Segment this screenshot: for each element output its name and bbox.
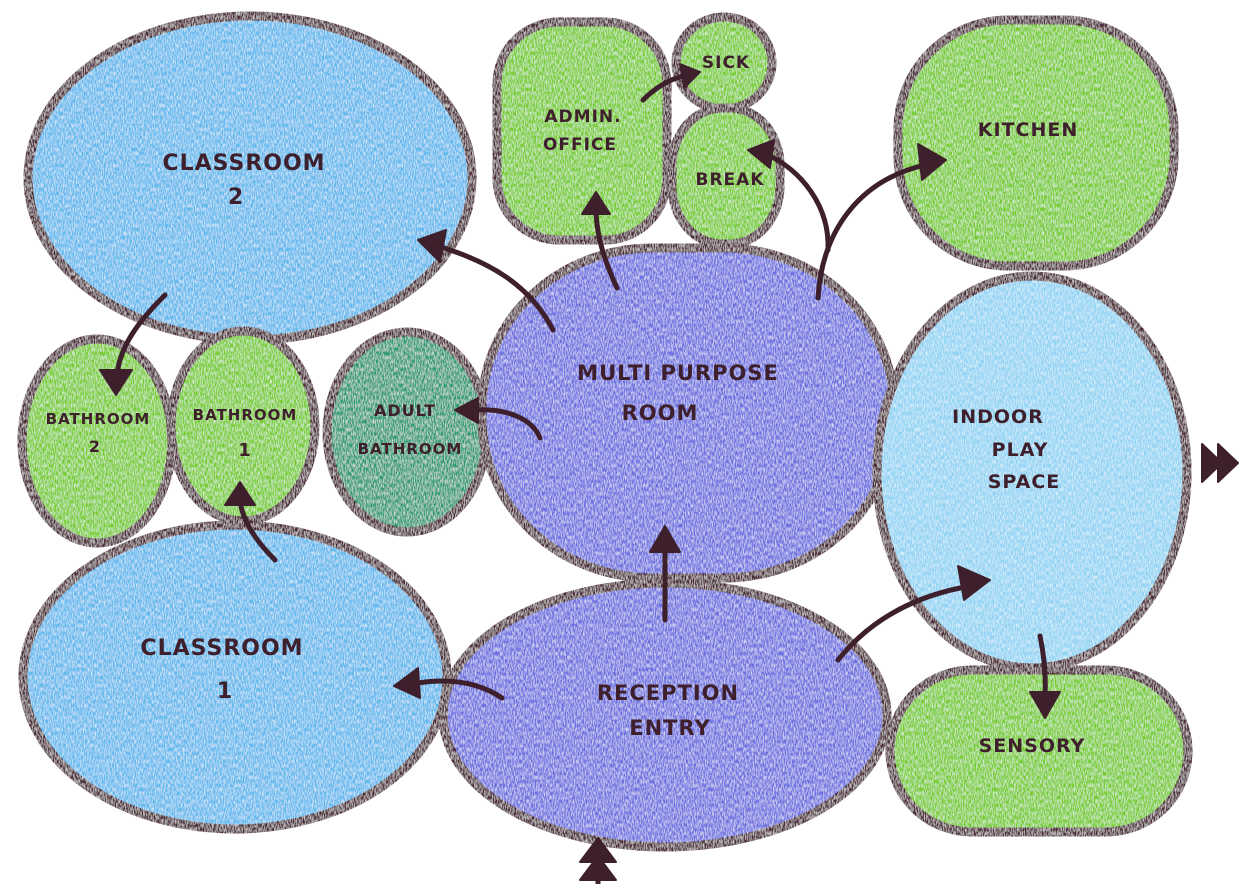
arrowhead-indoor-play xyxy=(957,565,991,601)
arrow-reception-to-indoor-play xyxy=(835,585,963,663)
adult-bathroom-label-line2: BATHROOM xyxy=(358,440,463,458)
arrowhead-exit-2 xyxy=(1217,443,1239,483)
arrow-admin-to-sick xyxy=(640,73,686,103)
reception-label-line2: ENTRY xyxy=(629,716,710,740)
bathroom-1-label-line1: BATHROOM xyxy=(193,406,298,424)
arrowhead-kitchen xyxy=(917,143,947,181)
kitchen-bubble xyxy=(893,15,1179,271)
arrowhead-break xyxy=(747,139,775,169)
break-label: BREAK xyxy=(696,170,765,190)
bathroom-1-label-line2: 1 xyxy=(238,440,252,461)
arrow-multipurpose-to-adult-bathroom xyxy=(472,407,543,441)
arrowhead-exit-1 xyxy=(1201,443,1223,483)
classroom-1-bubble xyxy=(18,520,452,834)
multi-purpose-label-line1: MULTI PURPOSE xyxy=(577,361,779,385)
arrow-multipurpose-to-admin xyxy=(593,209,620,291)
sensory-label: SENSORY xyxy=(979,735,1086,757)
classroom-1-label-line1: CLASSROOM xyxy=(140,636,303,661)
indoor-play-label-line3: SPACE xyxy=(988,471,1061,493)
sensory-bubble xyxy=(885,665,1193,837)
arrowhead-sick xyxy=(679,63,701,89)
arrow-multipurpose-to-break xyxy=(765,152,831,253)
admin-office-bubble xyxy=(492,17,672,245)
admin-office-label-line1: ADMIN. xyxy=(544,107,621,127)
arrow-reception-to-classroom1 xyxy=(415,678,505,701)
indoor-play-label-line1: INDOOR xyxy=(952,406,1044,428)
arrow-multipurpose-to-classroom2 xyxy=(435,243,556,333)
arrowhead-classroom1 xyxy=(393,667,421,699)
reception-label-line1: RECEPTION xyxy=(597,681,739,705)
arrowhead-multipurpose xyxy=(649,525,681,553)
adult-bathroom-bubble xyxy=(322,327,492,537)
classroom-2-bubble xyxy=(23,11,477,345)
arrowhead-sensory xyxy=(1029,691,1061,719)
arrowhead-admin xyxy=(581,191,611,215)
multi-purpose-label-line2: ROOM xyxy=(622,401,699,425)
arrowhead-classroom2 xyxy=(417,229,447,263)
adult-bathroom-label-line1: ADULT xyxy=(374,401,436,420)
sick-label: SICK xyxy=(702,53,750,73)
arrowhead-adult-bathroom xyxy=(454,397,479,424)
arrow-classroom2-to-bathroom2 xyxy=(114,292,168,378)
arrow-multipurpose-to-kitchen xyxy=(815,162,928,301)
classroom-2-label-line1: CLASSROOM xyxy=(162,151,325,176)
classroom-1-label-line2: 1 xyxy=(217,679,233,704)
arrowhead-entry-2 xyxy=(579,855,617,881)
bathroom-2-label-line2: 2 xyxy=(89,437,101,456)
indoor-play-label-line2: PLAY xyxy=(992,439,1049,461)
arrowhead-bathroom1 xyxy=(224,481,256,506)
kitchen-label: KITCHEN xyxy=(978,119,1078,141)
classroom-2-label-line2: 2 xyxy=(228,185,244,210)
arrow-indoor-play-to-sensory xyxy=(1037,633,1048,698)
reception-entry-bubble xyxy=(438,578,892,852)
bathroom-2-label-line1: BATHROOM xyxy=(46,410,151,428)
arrowhead-bathroom2 xyxy=(99,369,133,396)
admin-office-label-line2: OFFICE xyxy=(543,135,617,155)
